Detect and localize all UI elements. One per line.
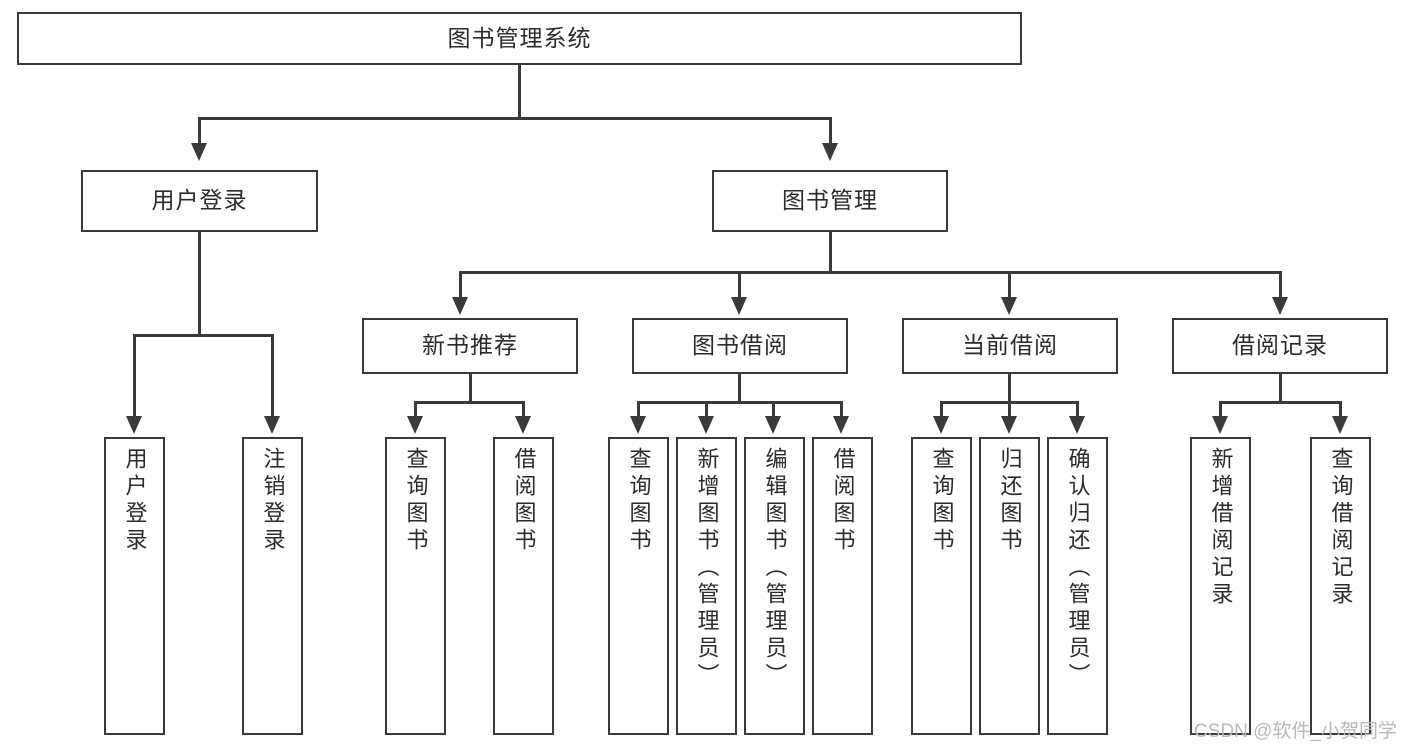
connector-level3-drop-1: [459, 271, 462, 299]
connector-level2-drop-1: [198, 117, 201, 145]
leaf-user-login[interactable]: 用户登录: [104, 437, 165, 735]
leaf-return-book[interactable]: 归还图书: [979, 437, 1040, 735]
leaf-confirm-return-admin[interactable]: 确认归还（管理员）: [1047, 437, 1108, 735]
arrow-to-leaf-return-book: [1001, 416, 1017, 434]
connector-borrow-record-drop-2: [1339, 401, 1342, 418]
leaf-query-book-new[interactable]: 查询图书: [385, 437, 446, 735]
connector-new-book-drop-2: [522, 401, 525, 418]
connector-book-borrow-drop-3: [772, 401, 775, 418]
leaf-add-book-admin[interactable]: 新增图书（管理员）: [676, 437, 737, 735]
arrow-to-leaf-borrow-book-b: [833, 416, 849, 434]
node-label: 用户登录: [122, 447, 148, 555]
connector-level2-bar: [198, 117, 832, 120]
node-label: 编辑图书（管理员）: [762, 447, 788, 690]
arrow-to-user-login: [191, 143, 207, 161]
arrow-to-leaf-add-book: [698, 416, 714, 434]
node-root-system[interactable]: 图书管理系统: [17, 12, 1022, 65]
connector-current-borrow-drop-1: [940, 401, 943, 418]
connector-user-login-bar: [133, 334, 272, 337]
connector-new-book-bar: [414, 401, 524, 404]
connector-book-borrow-drop-2: [705, 401, 708, 418]
connector-root-stem: [518, 65, 521, 118]
connector-borrow-record-drop-1: [1219, 401, 1222, 418]
node-label: 借阅图书: [830, 447, 856, 555]
leaf-query-book-current[interactable]: 查询图书: [911, 437, 972, 735]
connector-new-book-stem: [469, 374, 472, 401]
node-new-book-recommend[interactable]: 新书推荐: [362, 318, 578, 374]
node-label: 查询图书: [626, 447, 652, 555]
connector-current-borrow-drop-2: [1008, 401, 1011, 418]
connector-book-manage-stem: [829, 232, 832, 271]
connector-current-borrow-stem: [1008, 374, 1011, 401]
leaf-logout[interactable]: 注销登录: [242, 437, 303, 735]
arrow-to-leaf-query-record: [1332, 416, 1348, 434]
connector-borrow-record-bar: [1219, 401, 1341, 404]
node-label: 新书推荐: [422, 332, 518, 359]
arrow-to-leaf-query-book-c: [933, 416, 949, 434]
node-label: 确认归还（管理员）: [1065, 447, 1091, 690]
node-borrow-record[interactable]: 借阅记录: [1172, 318, 1388, 374]
arrow-to-book-borrow: [731, 297, 747, 315]
node-label: 查询图书: [403, 447, 429, 555]
node-label: 借阅图书: [511, 447, 537, 555]
connector-borrow-record-stem: [1279, 374, 1282, 401]
arrow-to-leaf-user-login: [126, 416, 142, 434]
arrow-to-borrow-record: [1272, 297, 1288, 315]
leaf-borrow-book[interactable]: 借阅图书: [812, 437, 873, 735]
node-label: 图书管理系统: [447, 24, 592, 51]
node-label: 查询图书: [929, 447, 955, 555]
node-label: 注销登录: [260, 447, 286, 555]
node-label: 当前借阅: [962, 332, 1058, 359]
connector-current-borrow-drop-3: [1076, 401, 1079, 418]
leaf-edit-book-admin[interactable]: 编辑图书（管理员）: [744, 437, 805, 735]
connector-user-login-stem: [198, 232, 201, 334]
connector-user-login-drop-1: [133, 334, 136, 418]
arrow-to-leaf-edit-book: [765, 416, 781, 434]
node-book-borrow[interactable]: 图书借阅: [632, 318, 848, 374]
node-current-borrow[interactable]: 当前借阅: [902, 318, 1118, 374]
connector-book-borrow-stem: [738, 374, 741, 401]
connector-level3-drop-2: [738, 271, 741, 299]
node-book-management[interactable]: 图书管理: [712, 170, 948, 232]
connector-level2-drop-2: [829, 117, 832, 145]
arrow-to-current-borrow: [1001, 297, 1017, 315]
arrow-to-leaf-query-book-a: [407, 416, 423, 434]
connector-book-borrow-drop-1: [637, 401, 640, 418]
leaf-add-borrow-record[interactable]: 新增借阅记录: [1190, 437, 1251, 735]
csdn-watermark: CSDN @软件_小贺同学: [1194, 721, 1397, 742]
connector-level3-drop-4: [1279, 271, 1282, 299]
connector-book-borrow-drop-4: [840, 401, 843, 418]
arrow-to-leaf-add-record: [1212, 416, 1228, 434]
node-label: 图书管理: [782, 187, 878, 214]
arrow-to-leaf-logout: [264, 416, 280, 434]
arrow-to-leaf-borrow-book-a: [515, 416, 531, 434]
node-label: 图书借阅: [692, 332, 788, 359]
connector-new-book-drop-1: [414, 401, 417, 418]
leaf-query-book-borrow[interactable]: 查询图书: [608, 437, 669, 735]
node-label: 用户登录: [151, 187, 248, 214]
connector-level3-drop-3: [1008, 271, 1011, 299]
arrow-to-leaf-confirm-return: [1069, 416, 1085, 434]
connector-level3-bar: [459, 271, 1281, 274]
connector-user-login-drop-2: [271, 334, 274, 418]
leaf-borrow-book-new[interactable]: 借阅图书: [493, 437, 554, 735]
arrow-to-leaf-query-book-b: [630, 416, 646, 434]
arrow-to-book-manage: [822, 143, 838, 161]
arrow-to-new-book: [452, 297, 468, 315]
leaf-query-borrow-record[interactable]: 查询借阅记录: [1310, 437, 1371, 735]
connector-book-borrow-bar: [637, 401, 842, 404]
node-label: 借阅记录: [1232, 332, 1328, 359]
node-label: 新增借阅记录: [1208, 447, 1234, 609]
node-label: 归还图书: [997, 447, 1023, 555]
node-user-login[interactable]: 用户登录: [81, 170, 318, 232]
node-label: 查询借阅记录: [1328, 447, 1354, 609]
node-label: 新增图书（管理员）: [694, 447, 720, 690]
